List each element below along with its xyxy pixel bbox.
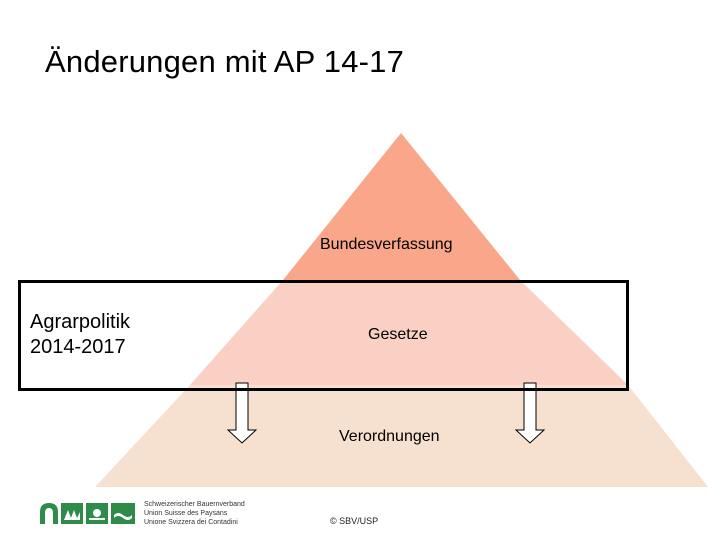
org-name-it: Unione Svizzera dei Contadini xyxy=(144,519,238,526)
sbv-logo-icon xyxy=(40,503,135,524)
org-name-de: Schweizerischer Bauernverband xyxy=(144,501,245,508)
footer-copyright: © SBV/USP xyxy=(330,516,379,526)
focus-label: Agrarpolitik 2014-2017 xyxy=(30,310,130,360)
layer-label-gesetze: Gesetze xyxy=(368,326,428,343)
slide-title: Änderungen mit AP 14-17 xyxy=(45,44,405,79)
focus-label-line1: Agrarpolitik xyxy=(30,311,131,333)
org-name-fr: Union Suisse des Paysans xyxy=(144,510,228,517)
focus-label-line2: 2014-2017 xyxy=(30,336,126,358)
pyramid-layer-top xyxy=(283,133,520,280)
pyramid-layer-middle xyxy=(190,280,628,385)
layer-label-bundesverfassung: Bundesverfassung xyxy=(320,236,453,253)
footer-organization-names: Schweizerischer Bauernverband Union Suis… xyxy=(144,500,245,527)
focus-highlight-box xyxy=(18,280,629,391)
layer-label-verordnungen: Verordnungen xyxy=(339,428,440,445)
